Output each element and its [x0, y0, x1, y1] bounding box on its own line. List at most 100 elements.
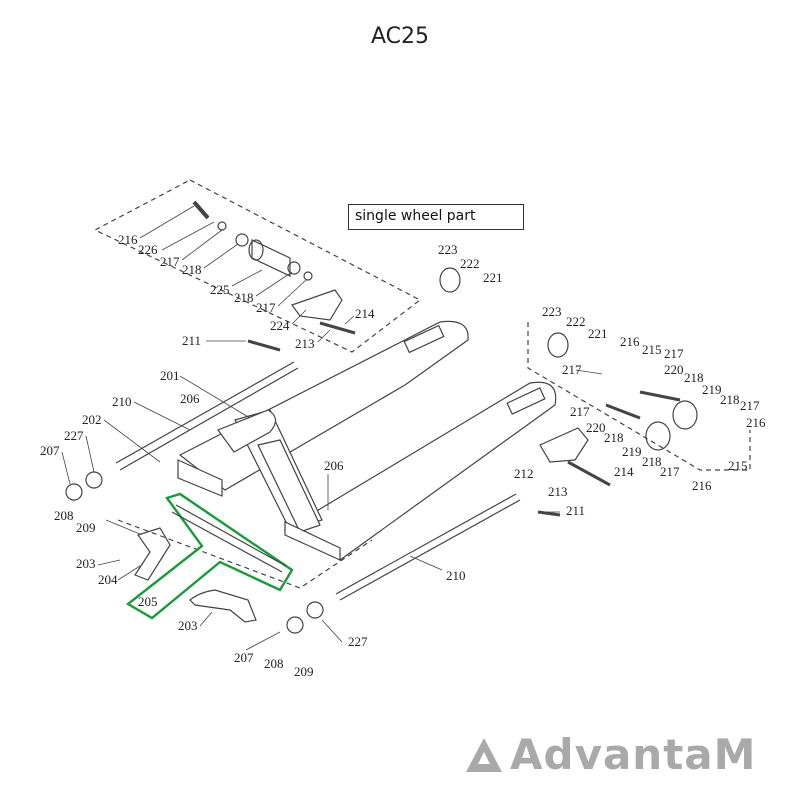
- axle-220-b: [605, 403, 641, 420]
- label-219: 219: [702, 382, 722, 397]
- label-214: 214: [614, 464, 634, 479]
- single-wheel-dashed-outline: [93, 179, 422, 353]
- link-204: [134, 527, 171, 581]
- label-221: 221: [483, 270, 503, 285]
- highlighted-part-205: [125, 492, 294, 620]
- washer-217-mid: [303, 271, 313, 281]
- pump-housing: [217, 409, 277, 453]
- bushing-218-mid: [287, 261, 301, 275]
- label-210: 210: [446, 568, 466, 583]
- label-205: 205: [138, 594, 158, 609]
- wheel-223-b: [547, 332, 569, 358]
- bushing-218-top: [235, 233, 249, 247]
- label-213: 213: [295, 336, 315, 351]
- label-227: 227: [64, 428, 84, 443]
- callout-label: single wheel part: [355, 208, 476, 224]
- label-203: 203: [178, 618, 198, 633]
- bracket-224: [291, 289, 343, 321]
- label-223: 223: [542, 304, 562, 319]
- part-number-labels: 216 226 217 218 225 218 217 224 213 214 …: [40, 232, 766, 679]
- label-211: 211: [566, 503, 585, 518]
- label-221: 221: [588, 326, 608, 341]
- label-225: 225: [210, 282, 230, 297]
- washer-217-top: [217, 221, 227, 231]
- label-209: 209: [294, 664, 314, 679]
- label-211: 211: [182, 333, 201, 348]
- label-214: 214: [355, 306, 375, 321]
- single-wheel-part-callout: single wheel part: [348, 204, 524, 230]
- push-rod-upper: [119, 367, 299, 471]
- roller-219-b: [645, 421, 671, 451]
- rear-wheel-dashed-outline: [527, 322, 751, 471]
- right-fork: [283, 381, 557, 561]
- label-217: 217: [160, 254, 180, 269]
- label-219: 219: [622, 444, 642, 459]
- axle-220-a: [639, 390, 681, 402]
- leader-lines: [61, 205, 603, 651]
- label-207: 207: [234, 650, 254, 665]
- label-201: 201: [160, 368, 180, 383]
- roller-225-end: [248, 239, 264, 261]
- left-fork-slot: [403, 324, 445, 354]
- label-210: 210: [112, 394, 132, 409]
- push-rod-lower: [339, 499, 521, 601]
- washer-227-right: [306, 601, 324, 619]
- label-202: 202: [82, 412, 102, 427]
- label-206: 206: [324, 458, 344, 473]
- wheel-207-left: [65, 483, 83, 501]
- label-218: 218: [720, 392, 740, 407]
- label-208: 208: [264, 656, 284, 671]
- pin-213-right: [567, 460, 611, 487]
- label-216: 216: [118, 232, 138, 247]
- label-217: 217: [570, 404, 590, 419]
- label-218: 218: [604, 430, 624, 445]
- linkage-dashed-outline: [117, 519, 373, 589]
- diagram-title: AC25: [370, 24, 430, 49]
- label-217: 217: [256, 300, 276, 315]
- bracket-212: [539, 427, 589, 463]
- pin-211-upper: [247, 339, 281, 352]
- label-222: 222: [460, 256, 480, 271]
- label-207: 207: [40, 443, 60, 458]
- label-217: 217: [740, 398, 760, 413]
- label-223: 223: [438, 242, 458, 257]
- label-212: 212: [514, 466, 534, 481]
- link-204-lower: [189, 589, 257, 623]
- push-rod-lower-edge: [335, 493, 517, 595]
- label-217: 217: [664, 346, 684, 361]
- wheel-207-right: [286, 616, 304, 634]
- label-226: 226: [138, 242, 158, 257]
- label-204: 204: [98, 572, 118, 587]
- pin-213-top: [319, 321, 356, 335]
- push-rod-upper-edge: [115, 361, 295, 464]
- label-218: 218: [684, 370, 704, 385]
- chassis-frame: [177, 459, 223, 497]
- roller-225: [251, 239, 291, 277]
- right-fork-slot: [506, 387, 546, 415]
- label-203: 203: [76, 556, 96, 571]
- roller-219-a: [672, 400, 698, 430]
- label-216: 216: [620, 334, 640, 349]
- label-218: 218: [234, 290, 254, 305]
- label-220: 220: [664, 362, 684, 377]
- advantam-logo: AdvantaM: [464, 730, 784, 779]
- label-216: 216: [746, 415, 766, 430]
- label-220: 220: [586, 420, 606, 435]
- wheel-223-a: [439, 267, 461, 293]
- label-215: 215: [728, 458, 748, 473]
- label-218: 218: [182, 262, 202, 277]
- label-218: 218: [642, 454, 662, 469]
- washer-227-left: [85, 471, 103, 489]
- label-209: 209: [76, 520, 96, 535]
- label-217: 217: [562, 362, 582, 377]
- label-206: 206: [180, 391, 200, 406]
- label-227: 227: [348, 634, 368, 649]
- label-208: 208: [54, 508, 74, 523]
- logo-text: AdvantaM: [510, 730, 757, 779]
- label-224: 224: [270, 318, 290, 333]
- logo-mark-icon: [466, 738, 502, 772]
- pin-211-lower: [537, 510, 561, 517]
- label-216: 216: [692, 478, 712, 493]
- label-213: 213: [548, 484, 568, 499]
